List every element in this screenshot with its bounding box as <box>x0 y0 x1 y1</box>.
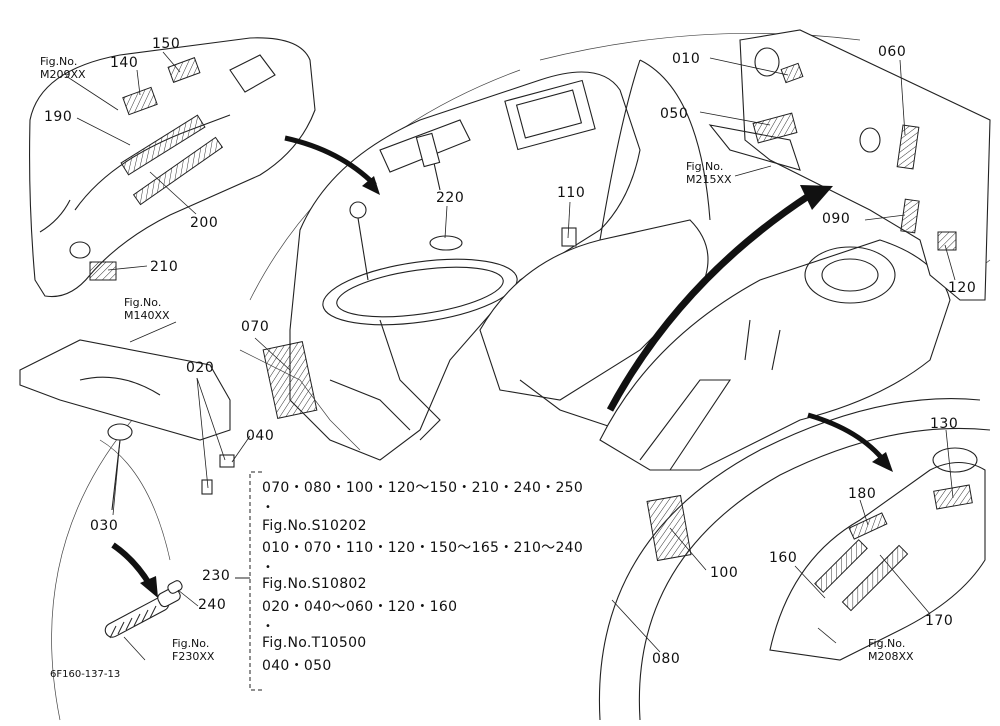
fig-ref-f230-code: F230XX <box>172 650 215 663</box>
part-label-180: 180 <box>848 486 877 502</box>
fig-ref-m140: Fig.No. M140XX <box>124 296 170 322</box>
part-label-130: 130 <box>930 416 959 432</box>
part-label-070: 070 <box>241 319 270 335</box>
fig-ref-m209-code: M209XX <box>40 68 86 81</box>
part-label-110: 110 <box>557 185 586 201</box>
note-line-1: 070・080・100・120〜150・210・240・250 <box>262 480 584 496</box>
fig-ref-m215: Fig.No. M215XX <box>686 160 732 186</box>
steering-dash-area <box>239 71 641 461</box>
note-line-4: 010・070・110・120・150〜165・210〜240 <box>262 540 584 556</box>
note-line-6: Fig.No.S10802 <box>262 576 367 592</box>
part-label-190: 190 <box>44 109 73 125</box>
part-label-080: 080 <box>652 651 681 667</box>
part-label-050: 050 <box>660 106 689 122</box>
part-label-160: 160 <box>769 550 798 566</box>
part-label-030: 030 <box>90 518 119 534</box>
right-console-area <box>599 239 951 562</box>
part-label-090: 090 <box>822 211 851 227</box>
fig-ref-m208: Fig.No. M208XX <box>868 637 914 663</box>
part-label-170: 170 <box>925 613 954 629</box>
fig-ref-m140-prefix: Fig.No. <box>124 296 162 309</box>
note-line-7: 020・040〜060・120・160 <box>262 599 458 615</box>
fig-ref-f230: Fig.No. F230XX <box>172 637 214 663</box>
note-line-10: 040・050 <box>262 658 332 674</box>
fig-ref-m209-prefix: Fig.No. <box>40 55 78 68</box>
part-label-100: 100 <box>710 565 739 581</box>
part-label-210: 210 <box>150 259 179 275</box>
dash-panel-m209-view <box>29 37 316 298</box>
note-bullet-1: • <box>265 502 272 513</box>
part-label-010: 010 <box>672 51 701 67</box>
rear-panel-m215-view <box>708 29 991 301</box>
note-line-3: Fig.No.S10202 <box>262 518 367 534</box>
note-bullet-3: • <box>265 621 272 632</box>
fig-ref-m140-code: M140XX <box>124 309 170 322</box>
drawing-code: 6F160-137-13 <box>50 669 121 680</box>
fig-ref-f230-prefix: Fig.No. <box>172 637 210 650</box>
part-label-020: 020 <box>186 360 215 376</box>
note-bullet-2: • <box>265 562 272 573</box>
part-label-150: 150 <box>152 36 181 52</box>
part-label-140: 140 <box>110 55 139 71</box>
part-label-040: 040 <box>246 428 275 444</box>
fig-ref-m208-prefix: Fig.No. <box>868 637 906 650</box>
part-label-230: 230 <box>202 568 231 584</box>
fig-ref-m215-prefix: Fig.No. <box>686 160 724 173</box>
part-label-200: 200 <box>190 215 219 231</box>
part-label-220: 220 <box>436 190 465 206</box>
side-panel-m208-view <box>769 447 986 661</box>
fig-ref-m209: Fig.No. M209XX <box>40 55 86 81</box>
fig-ref-m208-code: M208XX <box>868 650 914 663</box>
part-label-240: 240 <box>198 597 227 613</box>
grip-part-f230-view <box>104 580 183 639</box>
fig-ref-m215-code: M215XX <box>686 173 732 186</box>
part-label-060: 060 <box>878 44 907 60</box>
note-line-9: Fig.No.T10500 <box>262 635 367 651</box>
left-fender-m140-view <box>19 339 235 561</box>
part-label-120: 120 <box>948 280 977 296</box>
